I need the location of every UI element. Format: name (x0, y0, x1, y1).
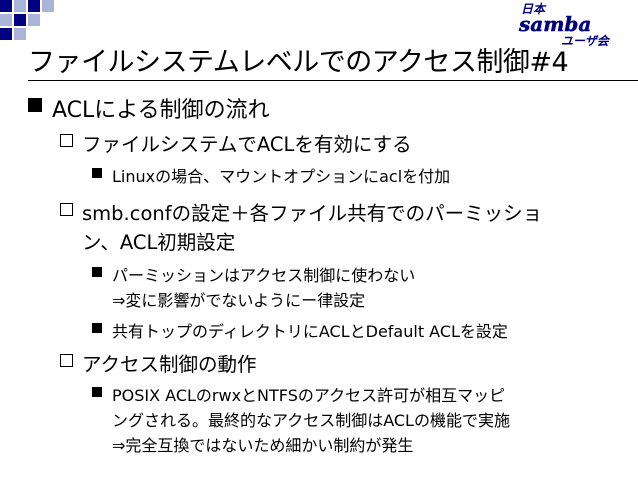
bullet-text: パーミッションはアクセス制御に使わない (112, 266, 416, 285)
logo-line1: 日本 (521, 2, 547, 16)
decor-square (28, 0, 40, 12)
decor-square (28, 14, 40, 26)
bullet-text: smb.confの設定＋各ファイル共有でのパーミッショ (82, 202, 543, 225)
bullet-text: 共有トップのディレクトリにACLとDefault ACLを設定 (112, 322, 508, 341)
slide-title: ファイルシステムレベルでのアクセス制御#4 (28, 47, 569, 78)
samba-jp-logo: 日本 samba ユーザ会 (515, 0, 635, 50)
bullet-text: ファイルシステムでACLを有効にする (82, 133, 412, 156)
bullet-text: POSIX ACLのrwxとNTFSのアクセス許可が相互マッピ (112, 386, 506, 405)
decor-square (42, 0, 54, 12)
square-bullet-icon (92, 323, 102, 333)
square-bullet-icon (92, 168, 102, 178)
decor-square (14, 28, 26, 40)
bullet-text: ⇒変に影響がでないようにー律設定 (112, 291, 366, 310)
bullet-text: アクセス制御の動作 (82, 353, 257, 376)
square-bullet-icon (92, 267, 102, 277)
title-divider (28, 80, 638, 81)
bullet-text: ングされる。最終的なアクセス制御はACLの機能で実施 (112, 411, 510, 430)
square-bullet-icon (28, 98, 42, 112)
bullet-text: ACLによる制御の流れ (52, 98, 270, 123)
hollow-square-bullet-icon (60, 354, 73, 367)
logo-line2: samba (518, 12, 591, 36)
square-bullet-icon (92, 387, 102, 397)
bullet-text: ン、ACL初期設定 (82, 231, 236, 254)
samba-logo-graphic: 日本 samba ユーザ会 (518, 2, 611, 48)
hollow-square-bullet-icon (60, 134, 73, 147)
decor-square (0, 14, 12, 26)
decor-square (0, 0, 12, 12)
decor-square (14, 14, 26, 26)
decor-square (14, 0, 26, 12)
bullet-text: ⇒完全互換ではないため細かい制約が発生 (112, 436, 414, 455)
hollow-square-bullet-icon (60, 203, 73, 216)
logo-line3: ユーザ会 (561, 34, 611, 48)
bullet-text: Linuxの場合、マウントオプションにaclを付加 (112, 167, 451, 186)
decor-square (0, 28, 12, 40)
